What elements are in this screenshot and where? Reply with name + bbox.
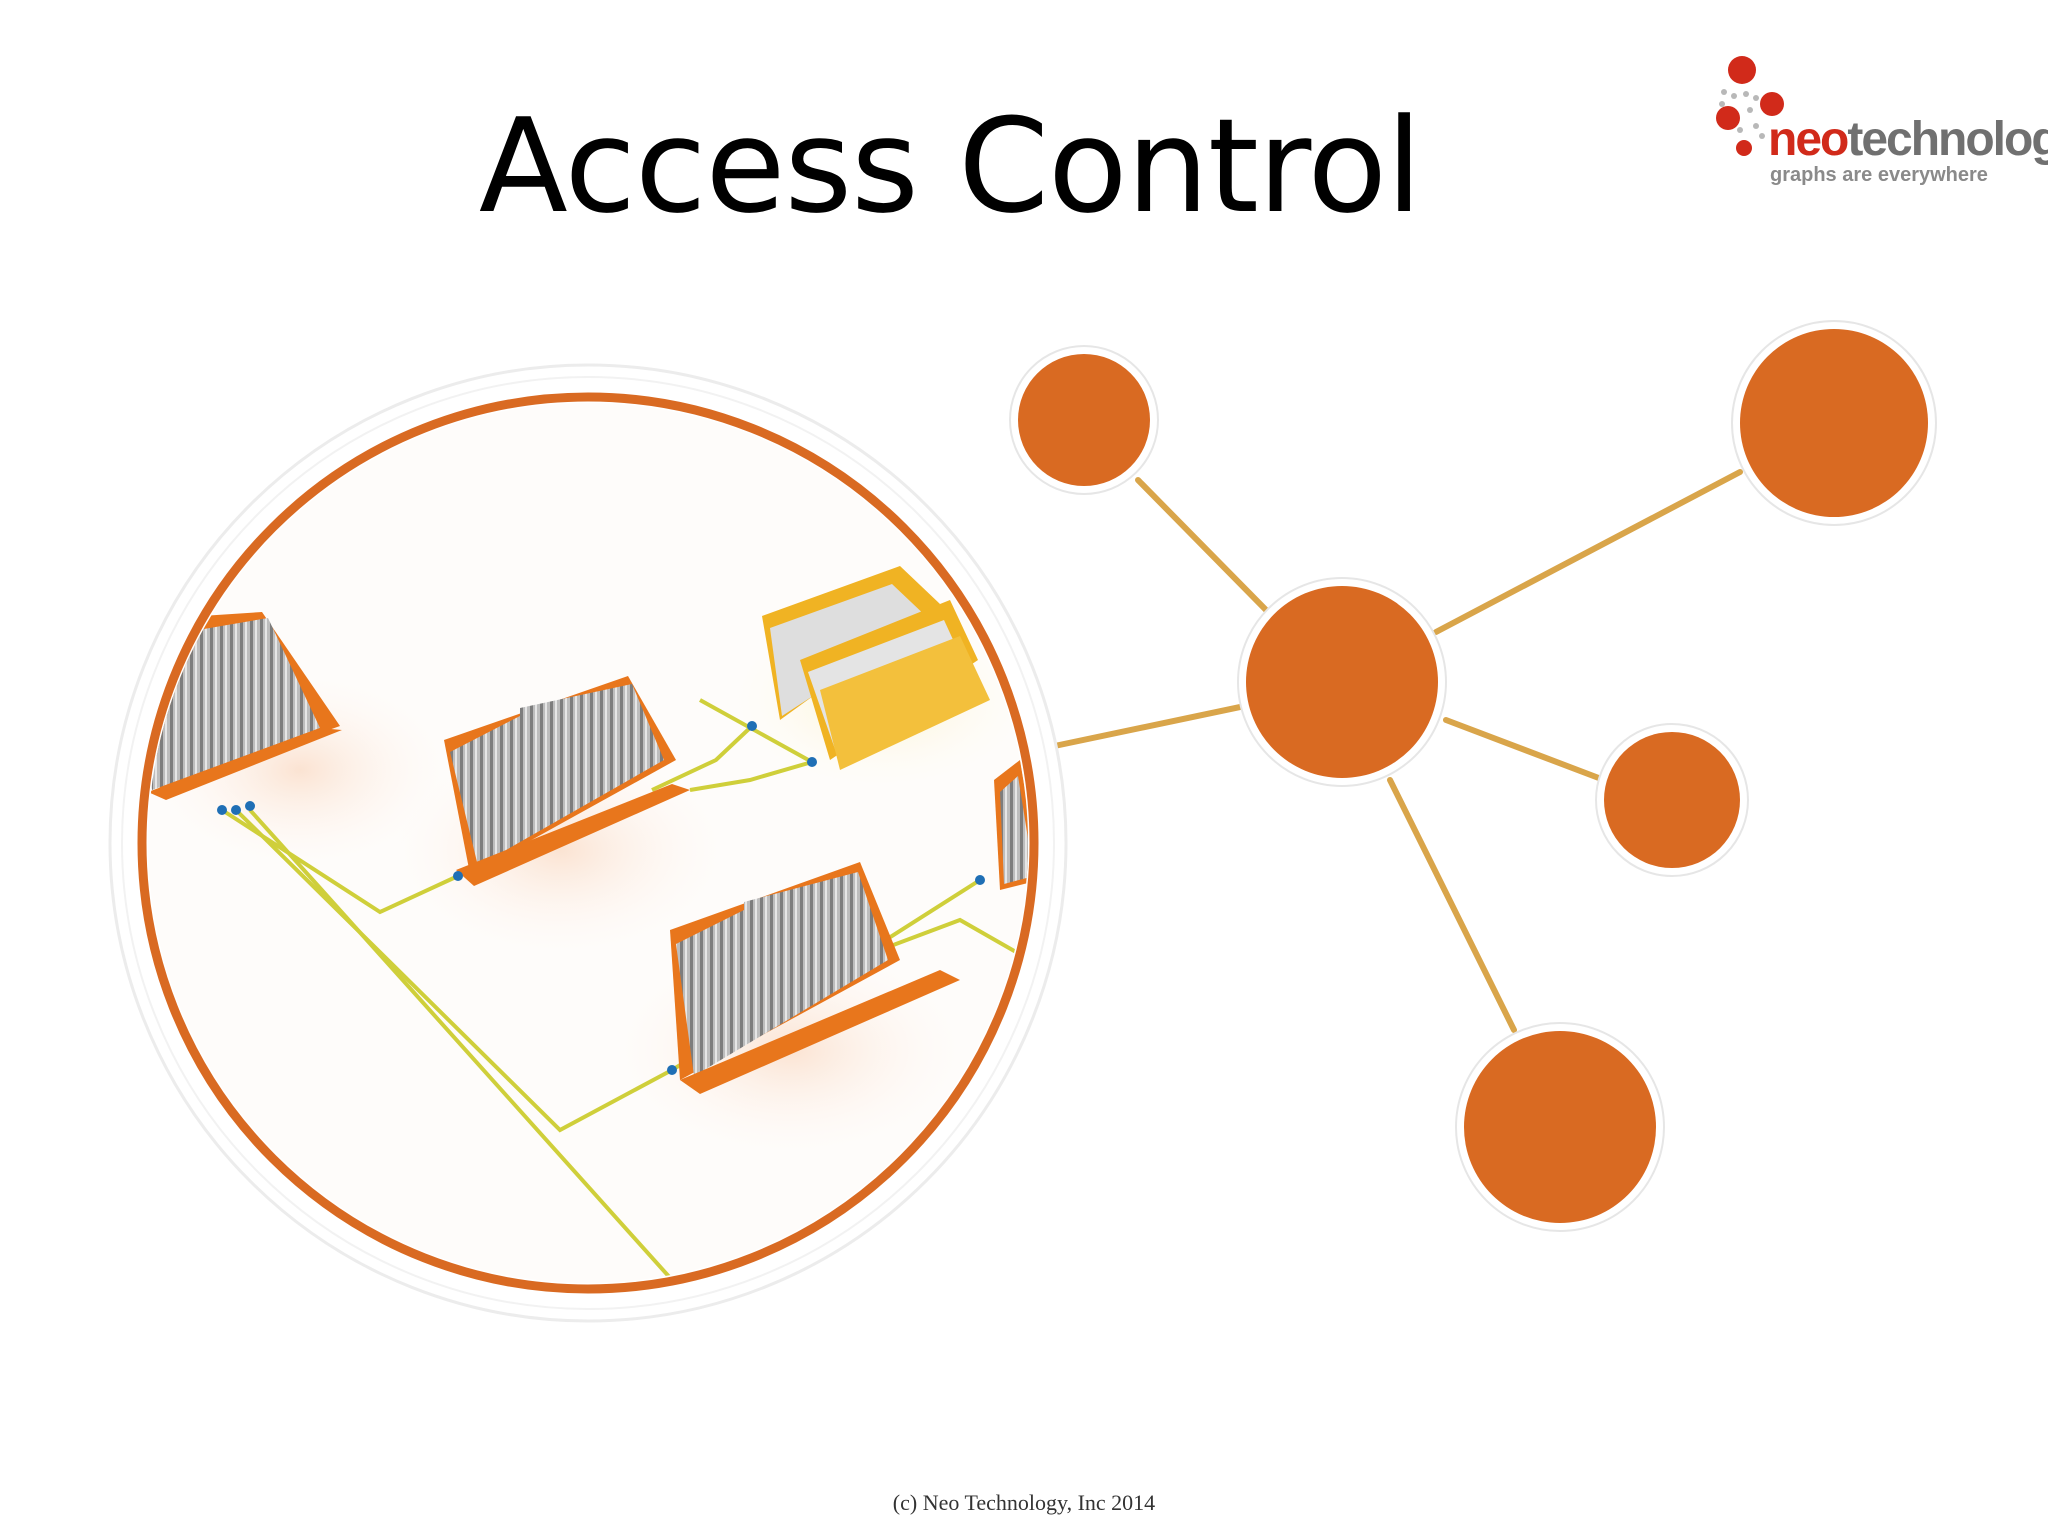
logo-neo-text: neo bbox=[1768, 113, 1849, 166]
logo-wordmark: neotechnology bbox=[1768, 112, 2048, 168]
logo-technology-text: technology bbox=[1847, 113, 2048, 166]
folder-hierarchy-circle bbox=[108, 363, 1068, 1323]
slide-title: Access Control bbox=[478, 90, 1422, 242]
logo-tagline: graphs are everywhere bbox=[1770, 164, 1988, 186]
slide-footer: (c) Neo Technology, Inc 2014 bbox=[892, 1490, 1156, 1515]
neo-technology-logo: neotechnology graphs are everywhere bbox=[1700, 40, 2048, 200]
graph-nodes bbox=[1009, 320, 1937, 1232]
logo-dots-icon bbox=[1716, 56, 1784, 156]
